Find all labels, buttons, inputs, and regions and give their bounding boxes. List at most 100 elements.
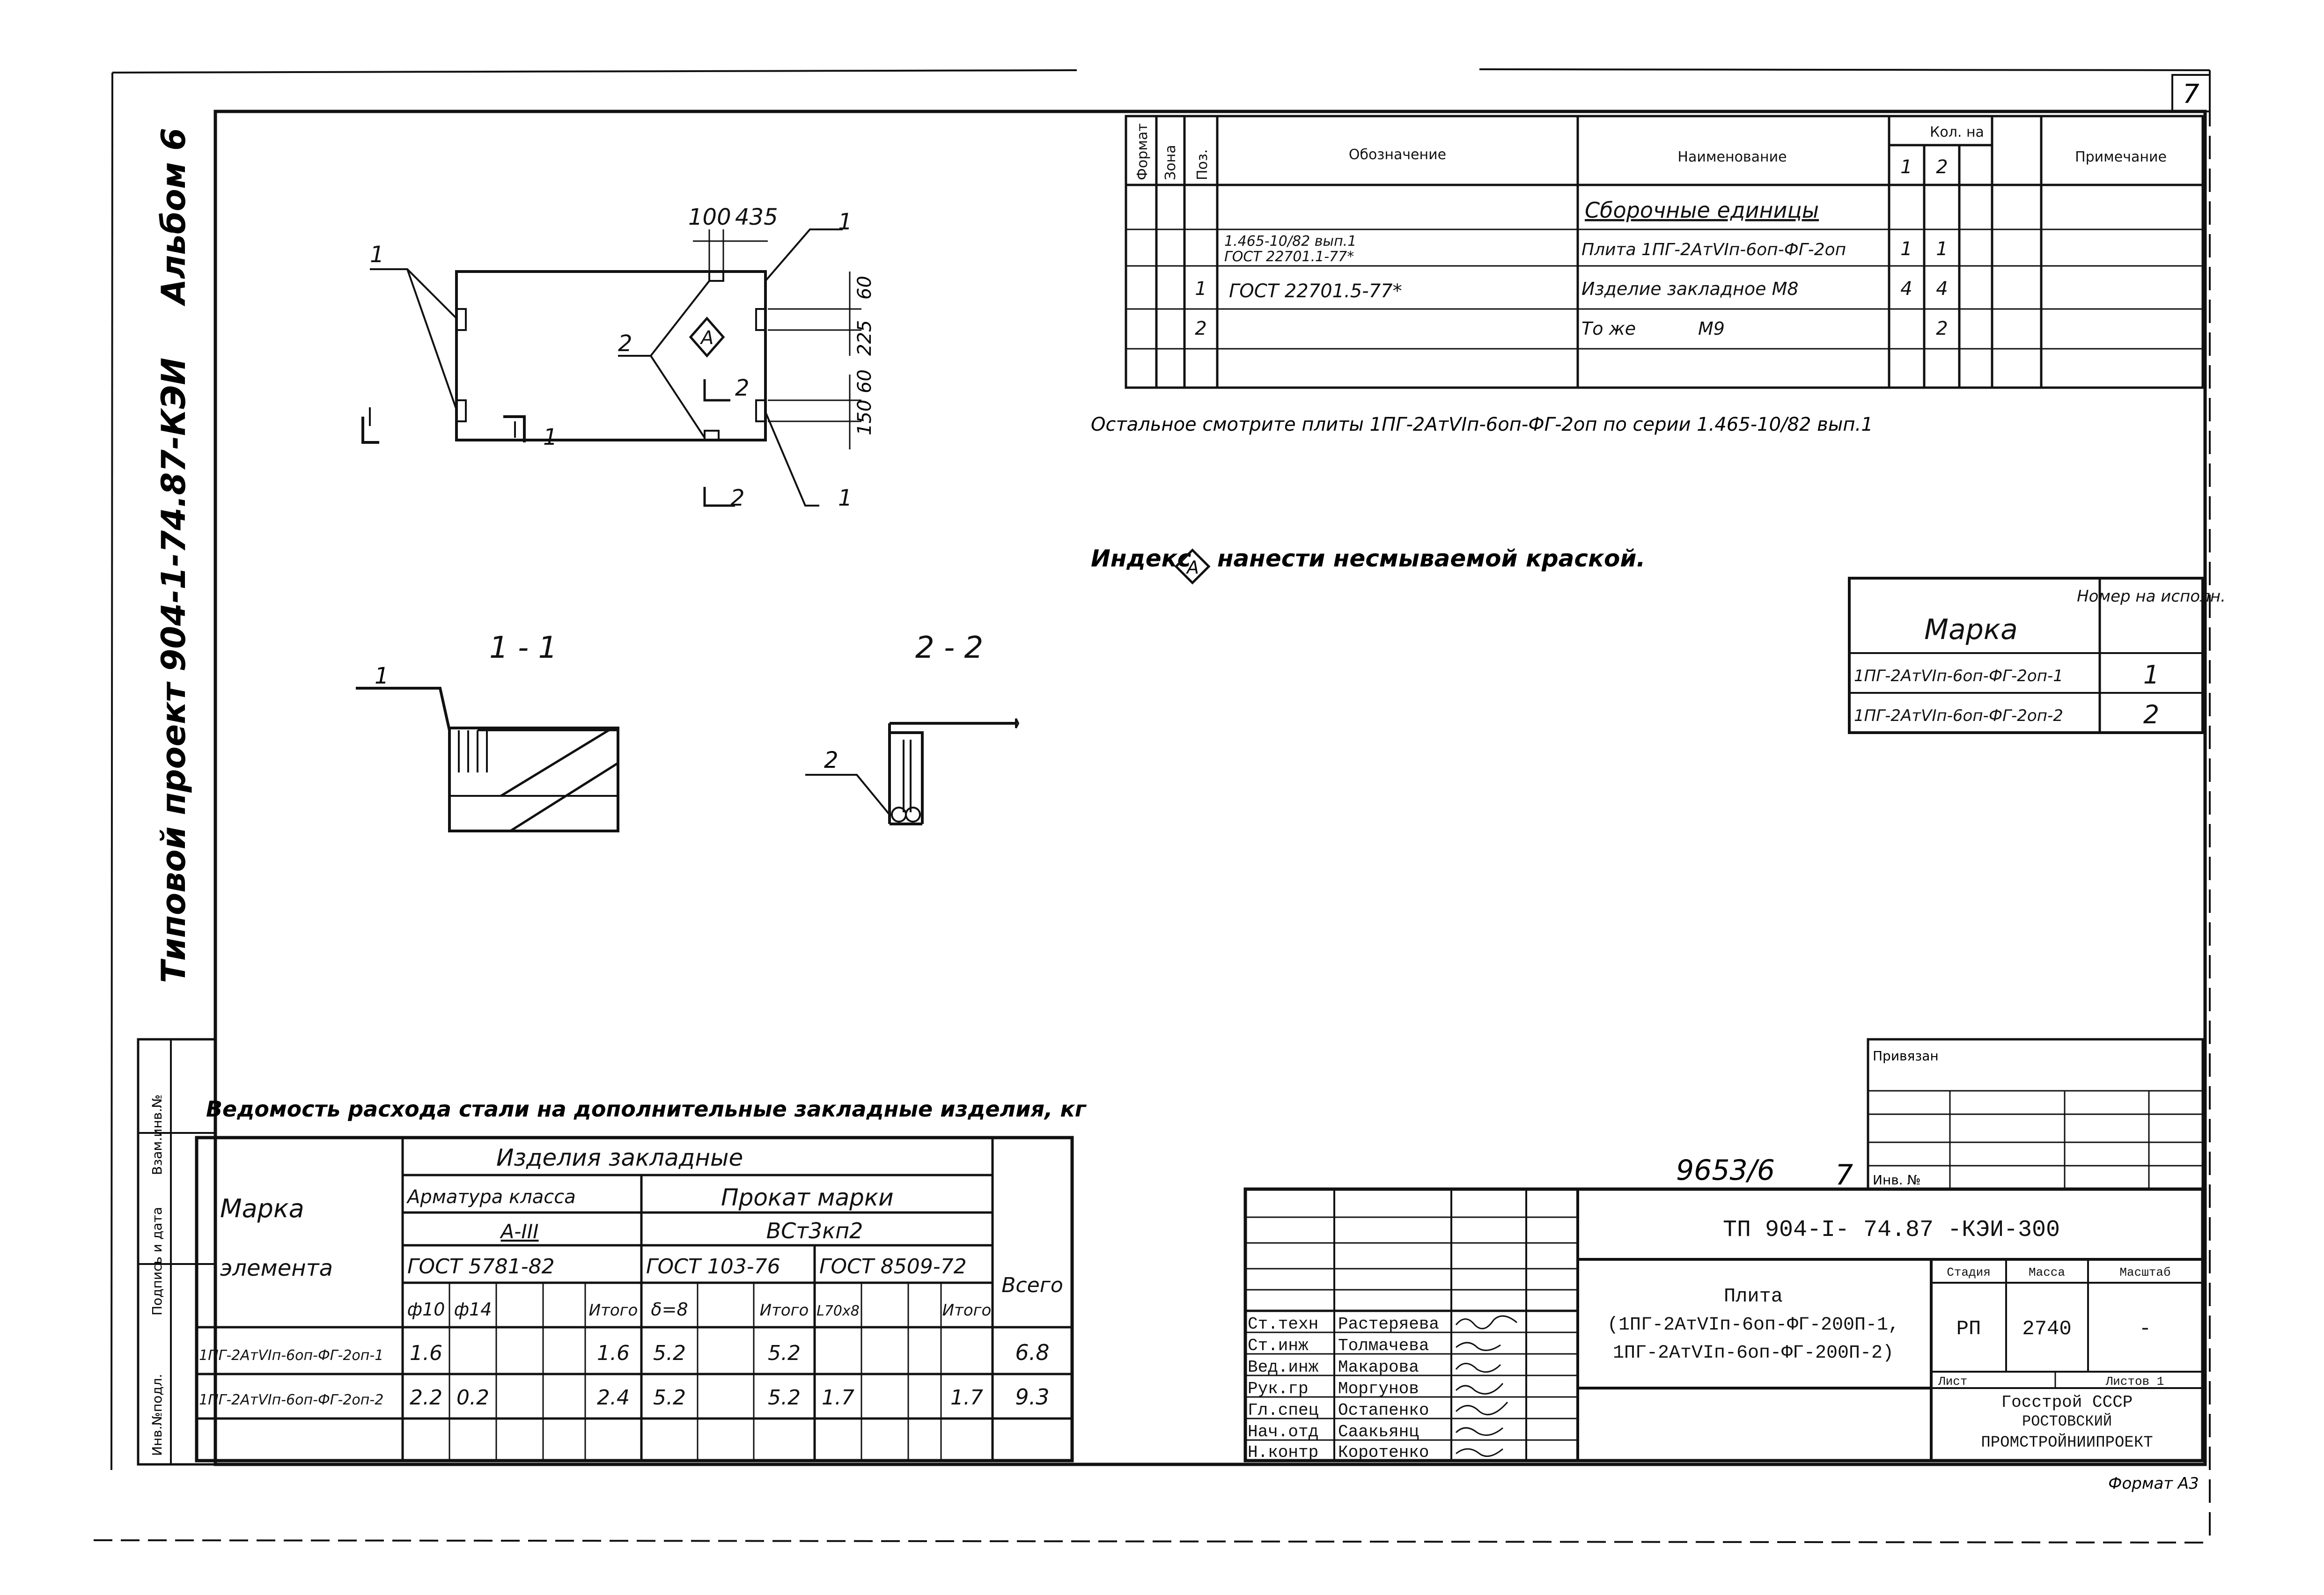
dim-150: 150 [854,400,875,435]
dim-60a: 60 [854,276,875,300]
callout-1-top: 1 [838,209,853,235]
side-label-sign: Подпись и дата [149,1207,165,1316]
spec-row2-q2: 4 [1936,278,1948,300]
note-rest: Остальное смотрите плиты 1ПГ-2АтVIп-6оп-… [1091,414,1873,435]
mark-table [1848,577,2204,734]
callout-2: 2 [618,331,632,357]
index-mark-a: А [699,327,713,349]
mark-table-header-number: Номер на исполн. [2077,587,2226,606]
spec-header-format: Формат [1134,123,1151,180]
stamp-format: Формат А3 [2108,1474,2199,1493]
spec-row3-name: То же М9 [1581,318,1725,339]
steel-row1-v3: 1.6 [597,1341,630,1365]
dim-100: 100 [688,204,731,230]
section-mark-2: 2 [730,485,745,511]
spec-header-qty1: 1 [1900,156,1912,178]
dim-435: 435 [735,204,778,230]
stamp-sheet-label: Лист [1938,1374,1967,1389]
steel-row1-v4: 5.2 [653,1341,686,1365]
stamp-name-3: Моргунов [1338,1379,1419,1398]
dim-60b: 60 [854,369,875,393]
inv-number-label: Инв. № [1873,1172,1921,1188]
stamp-org-1: РОСТОВСКИЙ [2022,1413,2112,1430]
steel-row2-v4: 5.2 [653,1386,686,1410]
mark-table-row1-mark: 1ПГ-2АтVIп-6оп-ФГ-2оп-1 [1854,667,2063,685]
steel-items-header: Изделия закладные [496,1144,743,1171]
spec-section-title: Сборочные единицы [1585,198,1819,223]
stamp-stage-label: Стадия [1947,1265,1991,1279]
spec-row1-designation-2: ГОСТ 22701.1-77* [1224,249,1354,265]
steel-sub-1: ф14 [454,1299,492,1320]
note-index-after: нанести несмываемой краской. [1217,545,1645,572]
spec-header-zone: Зона [1162,145,1179,180]
steel-table-title: Ведомость расхода стали на дополнительны… [206,1096,1087,1122]
stamp-role-1: Ст.инж [1248,1336,1309,1355]
steel-row1-v0: 1.6 [410,1341,442,1365]
steel-sub-3: Итого [589,1301,638,1320]
steel-gost-1: ГОСТ 5781-82 [407,1255,555,1279]
spec-row1-designation-1: 1.465-10/82 вып.1 [1224,233,1356,250]
stamp-code: 9653/6 [1676,1154,1775,1187]
stamp-name-0: Растеряева [1338,1315,1439,1334]
stamp-role-2: Вед.инж [1248,1358,1319,1377]
mark-table-header-mark: Марка [1924,613,2018,646]
steel-total-header: Всего [1001,1273,1063,1297]
spec-row3-q2: 2 [1936,318,1948,339]
callout-1-bottom: 1 [838,485,853,511]
spec-header-designation: Обозначение [1349,147,1446,163]
stamp-name-6: Коротенко [1338,1443,1429,1462]
section-2-2-title: 2 - 2 [915,631,983,665]
section-2-callout: 2 [824,747,838,773]
steel-row2-mark: 1ПГ-2АтVIп-6оп-ФГ-2оп-2 [199,1392,383,1408]
stamp-title-1: (1ПГ-2АтVIп-6оп-ФГ-200П-1, [1607,1315,1899,1336]
section-1-1-title: 1 - 1 [489,631,557,665]
stamp-doc-number: ТП 904-I- 74.87 -КЭИ-300 [1723,1217,2060,1243]
steel-row2-v1: 0.2 [456,1386,489,1410]
spec-row1-q2: 1 [1936,238,1948,260]
spec-header-name: Наименование [1677,149,1787,165]
steel-sub-6: Итого [760,1301,809,1320]
side-label-inv: Инв.№подл. [149,1374,165,1456]
spec-table [1125,115,2204,389]
section-mark-1: 1 [543,424,558,450]
spec-row1-q1: 1 [1900,238,1912,260]
stamp-title-2: 1ПГ-2АтVIп-6оп-ФГ-200П-2) [1613,1343,1894,1364]
steel-row2-v9: 1.7 [950,1386,983,1410]
section-1-1 [356,687,619,832]
stamp-role-6: Н.контр [1248,1443,1318,1462]
steel-mark-header-1: Марка [220,1194,304,1223]
stamp-role-0: Ст.техн [1248,1315,1318,1334]
steel-row2-v0: 2.2 [410,1386,442,1410]
steel-prokat: Прокат марки [721,1184,894,1211]
steel-mark-header-2: элемента [220,1255,333,1281]
spec-row2-pos: 1 [1195,278,1206,300]
steel-row2-v3: 2.4 [597,1386,630,1410]
stamp-sheet-mark: 7 [1835,1159,1853,1191]
stamp-sheets-label: Листов 1 [2105,1374,2164,1389]
privyazan-label: Привязан [1873,1048,1939,1064]
steel-armatura-class: А-III [499,1220,538,1243]
stamp-org-2: ПРОМСТРОЙНИИПРОЕКТ [1981,1433,2153,1452]
spec-row2-name: Изделие закладное М8 [1581,279,1799,299]
mark-table-row1-num: 1 [2143,660,2159,690]
steel-armatura: Арматура класса [406,1186,576,1208]
stamp-scale: - [2139,1317,2151,1341]
stamp-role-4: Гл.спец [1248,1401,1318,1420]
note-index-before: Индекс [1091,545,1191,572]
steel-sub-0: ф10 [407,1299,445,1320]
stamp-mass-label: Масса [2029,1265,2065,1279]
stamp-role-3: Рук.гр [1248,1379,1309,1398]
note-index-mark: А [1185,557,1199,578]
page-number: 7 [2183,79,2199,110]
mark-table-row2-num: 2 [2143,700,2159,729]
steel-row1-total: 6.8 [1015,1340,1049,1365]
steel-row1-mark: 1ПГ-2АтVIп-6оп-ФГ-2оп-1 [199,1347,383,1364]
plan-view [361,228,861,507]
steel-sub-4: δ=8 [651,1299,688,1320]
steel-sub-7: L70х8 [816,1303,860,1319]
steel-row1-v6: 5.2 [768,1341,801,1365]
stamp-title-0: Плита [1724,1285,1783,1308]
steel-row2-v6: 5.2 [768,1386,801,1410]
spec-header-pos: Поз. [1194,149,1211,180]
callout-1-left: 1 [370,242,384,268]
